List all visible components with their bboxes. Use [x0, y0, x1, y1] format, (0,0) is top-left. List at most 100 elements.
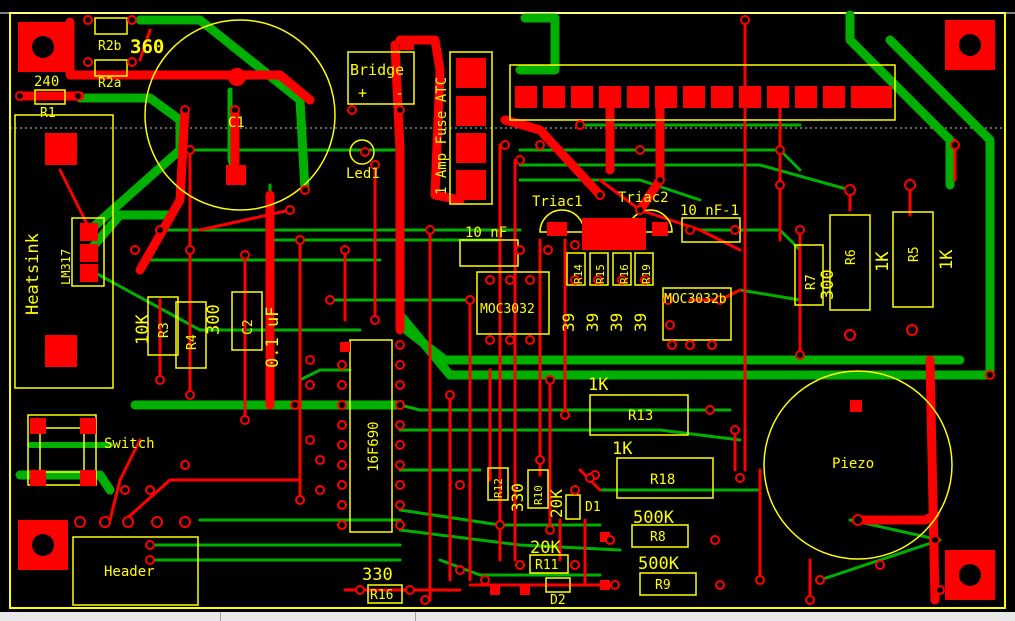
- r9-value: 500K: [638, 554, 680, 574]
- triac2-label: Triac2: [618, 190, 669, 206]
- top-copper-traces: [15, 17, 957, 605]
- r3-outline: [147, 296, 179, 356]
- r2b-outline: [94, 17, 128, 35]
- r11-value: 20K: [530, 538, 561, 558]
- r10-label: R10: [532, 485, 545, 505]
- mounting-pads: [18, 20, 995, 600]
- component-pads: [30, 36, 892, 595]
- r1-outline: [34, 89, 66, 105]
- r14-label: R14: [572, 264, 585, 284]
- r12-label: R12: [492, 478, 505, 498]
- r2b-label: R2b: [98, 39, 122, 54]
- lm317-outline: [71, 217, 105, 287]
- r8-value: 500K: [633, 508, 675, 528]
- r12-value: 330: [508, 483, 527, 512]
- r4-value: 300: [204, 304, 224, 335]
- r4-label: R4: [185, 334, 200, 350]
- r2a-outline: [94, 59, 128, 77]
- d2-label: D2: [550, 593, 566, 608]
- lm317-label: LM317: [59, 249, 73, 285]
- r14-outline: [566, 252, 586, 286]
- r16-value: 39: [607, 313, 626, 332]
- r19-label: R19: [640, 264, 653, 284]
- r5-outline: [892, 211, 934, 308]
- r2a-label: R2a: [98, 76, 121, 91]
- moc3032-outline: [476, 271, 550, 335]
- r15-value: 39: [583, 313, 602, 332]
- status-divider: [220, 612, 221, 621]
- status-divider: [415, 612, 416, 621]
- cap-10nf-1-label: 10 nF-1: [680, 203, 739, 219]
- r13-value: 1K: [588, 375, 609, 395]
- d2-outline: [545, 577, 571, 593]
- moc3032-label: MOC3032: [480, 302, 535, 317]
- switch-inner: [39, 427, 85, 473]
- top-header-outline: [509, 64, 896, 121]
- r6-label: R6: [844, 249, 859, 265]
- r13-label: R13: [628, 408, 653, 424]
- r14-value: 39: [559, 313, 578, 332]
- bridge-outline: [347, 51, 415, 105]
- r15-outline: [589, 252, 609, 286]
- r3-label: R3: [157, 322, 172, 338]
- r6-outline: [829, 214, 871, 311]
- r18-outline: [616, 457, 714, 499]
- r5-label: R5: [907, 246, 922, 262]
- fuse-label: 1 Amp Fuse ATC: [434, 77, 450, 195]
- r19-outline: [634, 252, 654, 286]
- r19-value: 39: [631, 313, 650, 332]
- r3-value: 10K: [133, 314, 153, 345]
- status-strip: [0, 612, 1015, 621]
- r11-outline: [529, 554, 569, 574]
- c2-label: C2: [241, 319, 256, 335]
- r18-value: 1K: [612, 439, 633, 459]
- r18-label: R18: [650, 472, 675, 488]
- bridge-label: Bridge: [350, 61, 404, 79]
- header-label: Header: [104, 564, 155, 580]
- piezo-label: Piezo: [832, 456, 874, 472]
- fuse-holder-outline: [449, 51, 493, 205]
- r17-value: 330: [362, 565, 393, 585]
- r9-outline: [639, 572, 697, 596]
- r15-label: R15: [594, 264, 607, 284]
- ic-16f690-label: 16F690: [366, 421, 382, 472]
- cap-10nf-label: 10 nF: [465, 225, 507, 241]
- c1-outline: [144, 19, 336, 211]
- via-holes: [15, 15, 995, 605]
- r11-label: R11: [535, 558, 558, 573]
- bridge-minus-label: -: [395, 84, 404, 102]
- r8-outline: [631, 524, 689, 548]
- led1-label: Led1: [346, 166, 380, 182]
- c2-value: 0.1 uF: [263, 307, 283, 368]
- moc3032b-outline: [662, 287, 732, 341]
- r5-value: 1K: [937, 249, 957, 270]
- r10-outline: [527, 469, 549, 509]
- d1-outline: [565, 494, 581, 520]
- r6-value: 1K: [873, 251, 893, 272]
- switch-outline: [27, 414, 97, 486]
- r10-value: 20K: [547, 489, 566, 518]
- silkscreen-outlines: [14, 17, 953, 606]
- d1-label: D1: [585, 500, 601, 515]
- r1-value: 240: [34, 74, 59, 90]
- r2b-value: 360: [130, 36, 164, 58]
- triac1-label: Triac1: [532, 194, 583, 210]
- r17-outline: [367, 584, 403, 604]
- silkscreen-labels: R2b 360 R2a 240 R1 C1 Bridge + - Led1 1 …: [23, 36, 957, 608]
- ic-16f690-outline: [349, 339, 393, 533]
- r17-label: R16: [370, 588, 393, 603]
- r7-outline: [794, 244, 824, 306]
- r16-label: R16: [618, 264, 631, 284]
- r1-label: R1: [40, 106, 56, 121]
- heatsink-outline: [14, 114, 114, 389]
- piezo-outline: [763, 370, 953, 560]
- r7-value: 300: [818, 269, 838, 300]
- c2-outline: [231, 291, 263, 351]
- r13-outline: [589, 394, 689, 436]
- r7-label: R7: [804, 274, 819, 290]
- heatsink-label: Heatsink: [23, 233, 43, 315]
- switch-label: Switch: [104, 436, 155, 452]
- moc3032b-label: MOC3032b: [664, 292, 727, 307]
